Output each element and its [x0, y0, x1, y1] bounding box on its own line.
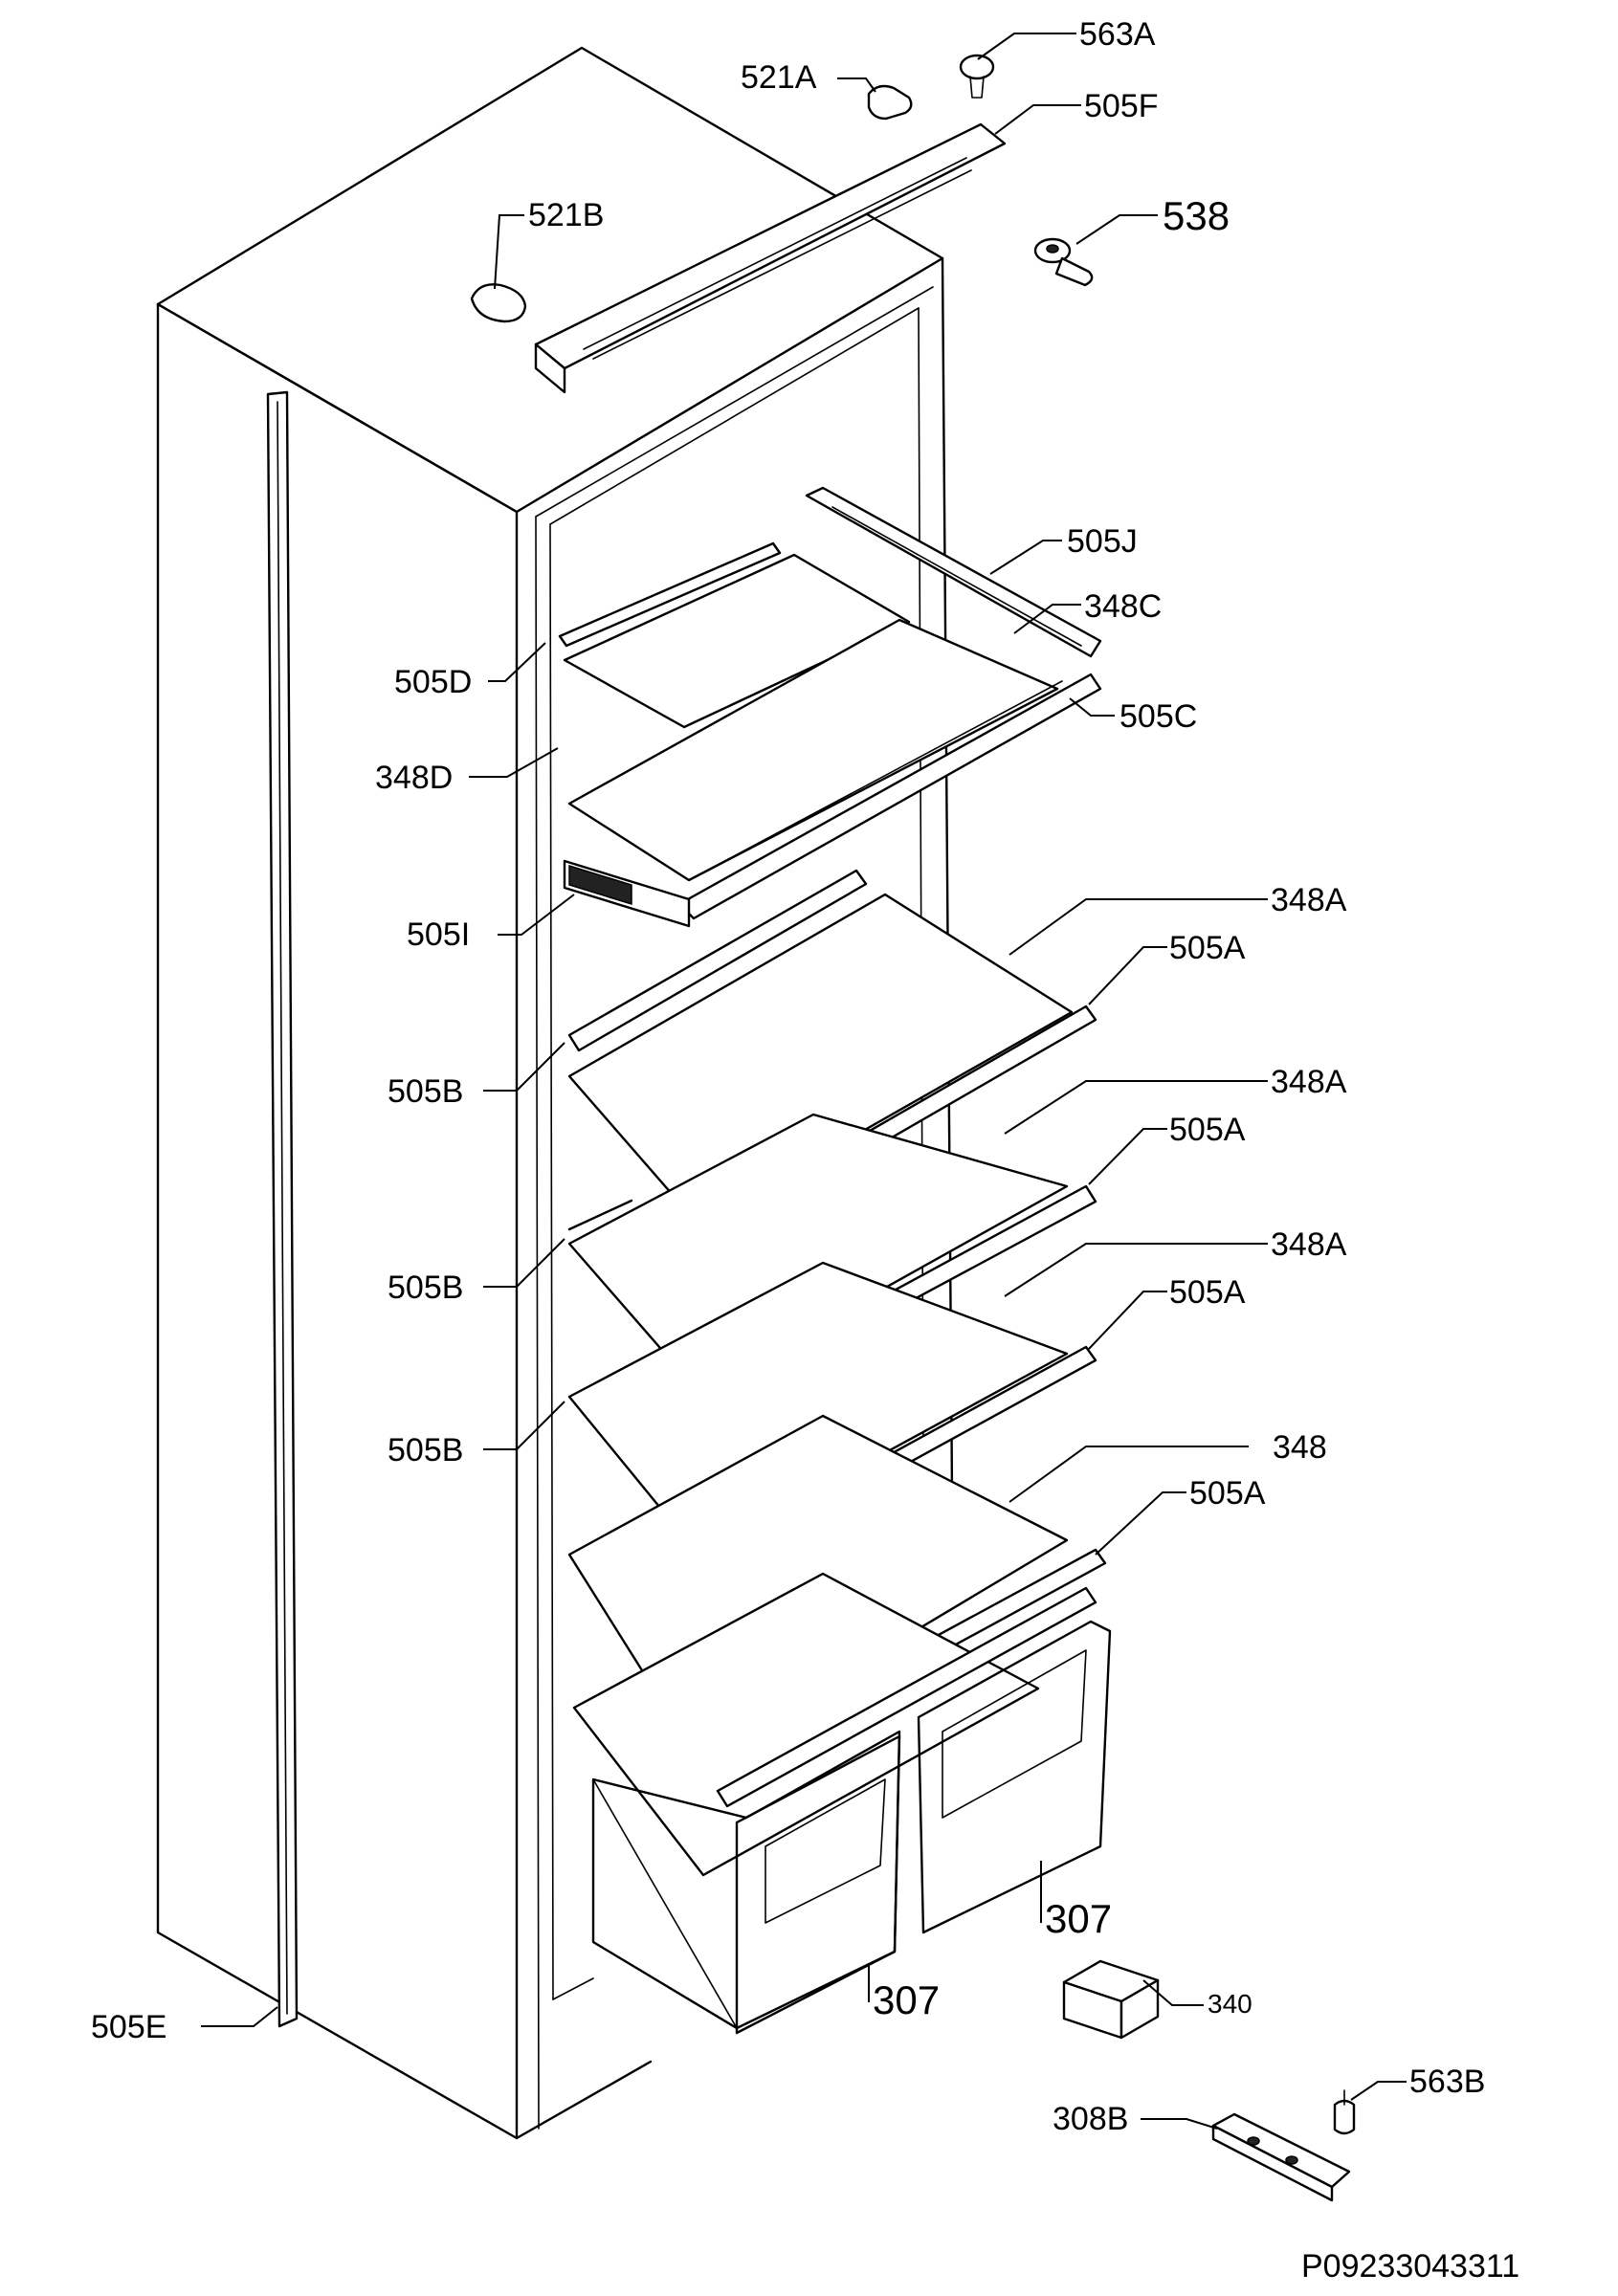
label-505I: 505I [407, 916, 470, 953]
part-340-block [1062, 1959, 1160, 2040]
label-505A-2: 505A [1169, 1112, 1246, 1148]
label-505A-4: 505A [1189, 1475, 1266, 1512]
label-505C: 505C [1119, 698, 1197, 735]
label-521A: 521A [741, 59, 817, 96]
clip-521B [470, 283, 527, 323]
cabinet-bottom-edge [515, 2060, 653, 2140]
label-505F: 505F [1084, 88, 1159, 124]
label-563A: 563A [1079, 16, 1156, 53]
label-340: 340 [1208, 1989, 1252, 2019]
cabinet-back-edge [941, 256, 954, 1494]
screw-563A [959, 54, 995, 99]
frame-inner-left-2 [549, 523, 554, 2000]
cabinet-left-side [156, 302, 519, 2140]
label-505D: 505D [394, 664, 472, 700]
door-seal-strip [266, 390, 299, 2028]
label-521B: 521B [528, 197, 604, 233]
label-538: 538 [1163, 193, 1230, 238]
label-348: 348 [1273, 1429, 1327, 1466]
label-307-left: 307 [873, 1977, 940, 2022]
label-307-right: 307 [1045, 1896, 1112, 1941]
frame-inner-top [535, 286, 934, 518]
frame-inner-left [535, 516, 540, 2130]
top-shelf-assembly [558, 486, 1102, 928]
clip-521A [867, 84, 913, 121]
label-348A-2: 348A [1271, 1064, 1347, 1100]
part-labels: 563A 521A 505F 521B 538 505J 348C 505D 5… [91, 16, 1485, 2137]
top-cover-rail [534, 122, 1007, 394]
label-505B-1: 505B [388, 1073, 463, 1110]
leader-lines [201, 33, 1407, 2130]
frame-inner-top-2 [549, 307, 920, 525]
label-505B-3: 505B [388, 1432, 463, 1468]
cabinet-bottom-inner [552, 1977, 594, 2000]
label-505A-1: 505A [1169, 930, 1246, 966]
label-505A-3: 505A [1169, 1274, 1246, 1311]
label-505B-2: 505B [388, 1269, 463, 1306]
label-563B: 563B [1409, 2064, 1485, 2100]
part-563B-screw [1333, 2089, 1356, 2135]
bottom-cover-glass [572, 1572, 1097, 1877]
label-348C: 348C [1084, 588, 1162, 625]
drawer-left [591, 1730, 901, 2035]
label-308B: 308B [1053, 2101, 1128, 2137]
label-505J: 505J [1067, 523, 1138, 560]
part-308B-bracket [1211, 2112, 1351, 2202]
label-348D: 348D [375, 760, 453, 796]
label-505E: 505E [91, 2009, 166, 2045]
drawer-right [917, 1620, 1112, 1934]
label-348A-3: 348A [1271, 1226, 1347, 1263]
label-348A-1: 348A [1271, 882, 1347, 918]
drawing-code: P09233043311 [1301, 2248, 1519, 2285]
cabinet-body [156, 46, 954, 2140]
hinge-538 [1033, 237, 1094, 287]
